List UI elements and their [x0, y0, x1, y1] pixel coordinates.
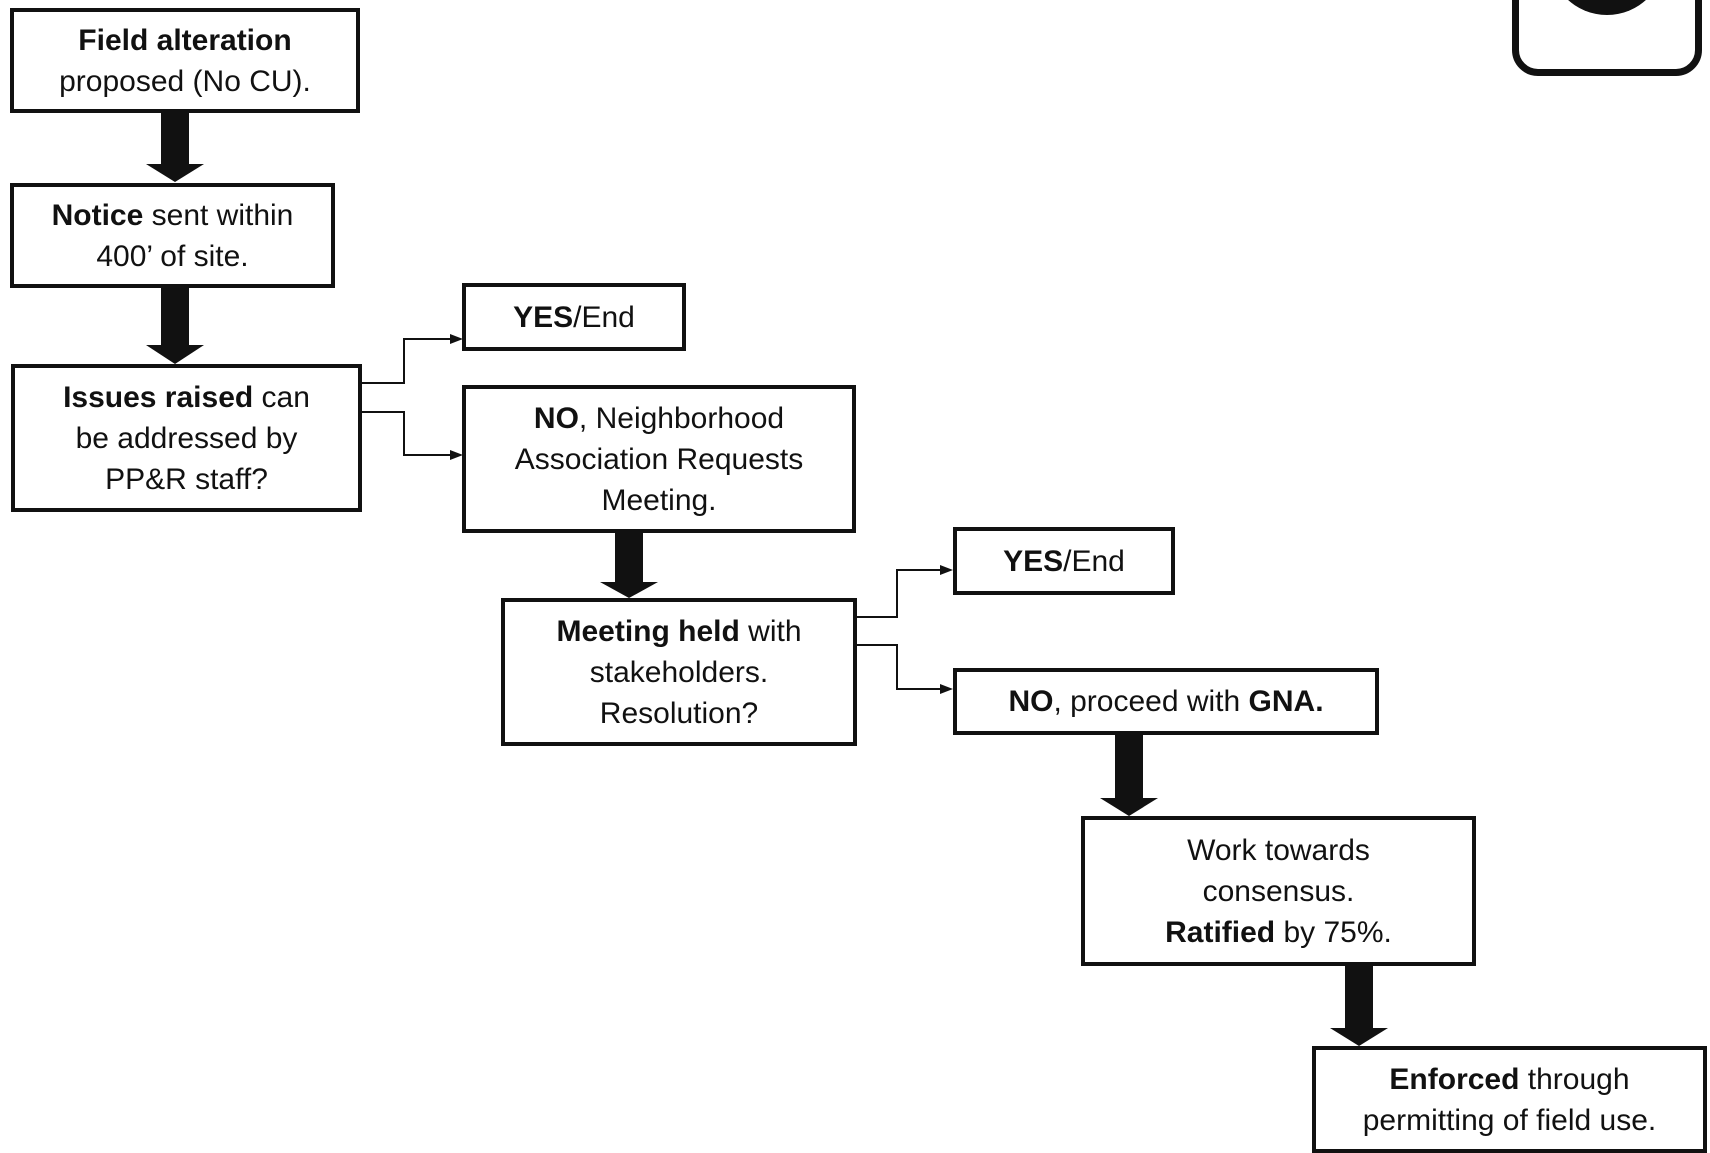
consensus-bold: Ratified [1165, 915, 1276, 949]
step-no-neighborhood-association: NO, Neighborhood Association Requests Me… [462, 385, 856, 533]
arrowhead-no-1 [450, 450, 463, 460]
field-alteration-bold: Field alteration [78, 23, 292, 57]
consensus-text-3: by 75%. [1275, 915, 1392, 949]
gna-text: , proceed with [1053, 685, 1249, 718]
branch-meeting-to-gna [857, 644, 941, 690]
arrow-consensus-to-enforced [1330, 966, 1388, 1046]
field-alteration-text: proposed (No CU). [59, 64, 311, 98]
notice-text-1: sent within [143, 198, 294, 232]
step-notice: Notice sent within 400’ of site. [10, 183, 335, 288]
arrowhead-yes-2 [940, 565, 953, 575]
concentric-circles-logo-icon [1512, 0, 1702, 76]
consensus-text-2: consensus. [1202, 874, 1355, 908]
yes-end-1-text: /End [573, 300, 635, 334]
decision-meeting-held: Meeting held with stakeholders. Resoluti… [501, 598, 857, 746]
outcome-yes-end-2: YES/End [953, 527, 1175, 595]
gna-bold-2: GNA. [1248, 685, 1324, 718]
outcome-yes-end-1: YES/End [462, 283, 686, 351]
no-neighborhood-text-2: Association Requests [514, 442, 804, 476]
enforced-bold: Enforced [1389, 1062, 1520, 1096]
arrow-gna-to-consensus [1100, 735, 1158, 816]
step-work-towards-consensus: Work towards consensus. Ratified by 75%. [1081, 816, 1476, 966]
branch-issues-to-no [361, 411, 452, 456]
step-field-alteration: Field alteration proposed (No CU). [10, 8, 360, 113]
enforced-text-2: permitting of field use. [1362, 1103, 1657, 1137]
arrow-notice-to-issues [146, 288, 204, 364]
branch-meeting-to-yes-2 [857, 569, 941, 618]
issues-text-3: PP&R staff? [105, 462, 268, 496]
issues-text-2: be addressed by [75, 421, 298, 455]
no-neighborhood-text-1: , Neighborhood [578, 401, 785, 435]
meeting-text-1: with [739, 614, 802, 648]
yes-end-2-bold: YES [1003, 544, 1064, 578]
issues-bold: Issues raised [63, 380, 254, 414]
consensus-text-1: Work towards [1187, 833, 1370, 867]
arrowhead-gna [940, 684, 953, 694]
no-neighborhood-bold: NO [533, 401, 579, 435]
arrowhead-yes-1 [450, 334, 463, 344]
gna-bold-1: NO [1008, 685, 1054, 718]
enforced-text-1: through [1519, 1062, 1630, 1096]
no-neighborhood-text-3: Meeting. [601, 483, 717, 517]
arrow-field-to-notice [146, 113, 204, 182]
yes-end-2-text: /End [1063, 544, 1125, 578]
notice-text-2: 400’ of site. [96, 239, 249, 273]
issues-text-1: can [253, 380, 310, 414]
yes-end-1-bold: YES [513, 300, 574, 334]
meeting-text-2: stakeholders. [589, 655, 769, 689]
arrow-neighborhood-to-meeting [600, 532, 658, 598]
step-no-proceed-gna: NO, proceed with GNA. [953, 668, 1379, 735]
meeting-bold: Meeting held [556, 614, 740, 648]
step-enforced: Enforced through permitting of field use… [1312, 1046, 1707, 1153]
meeting-text-3: Resolution? [599, 696, 759, 730]
branch-issues-to-yes-1 [361, 338, 452, 384]
decision-issues-raised: Issues raised can be addressed by PP&R s… [11, 364, 362, 512]
notice-bold: Notice [51, 198, 144, 232]
